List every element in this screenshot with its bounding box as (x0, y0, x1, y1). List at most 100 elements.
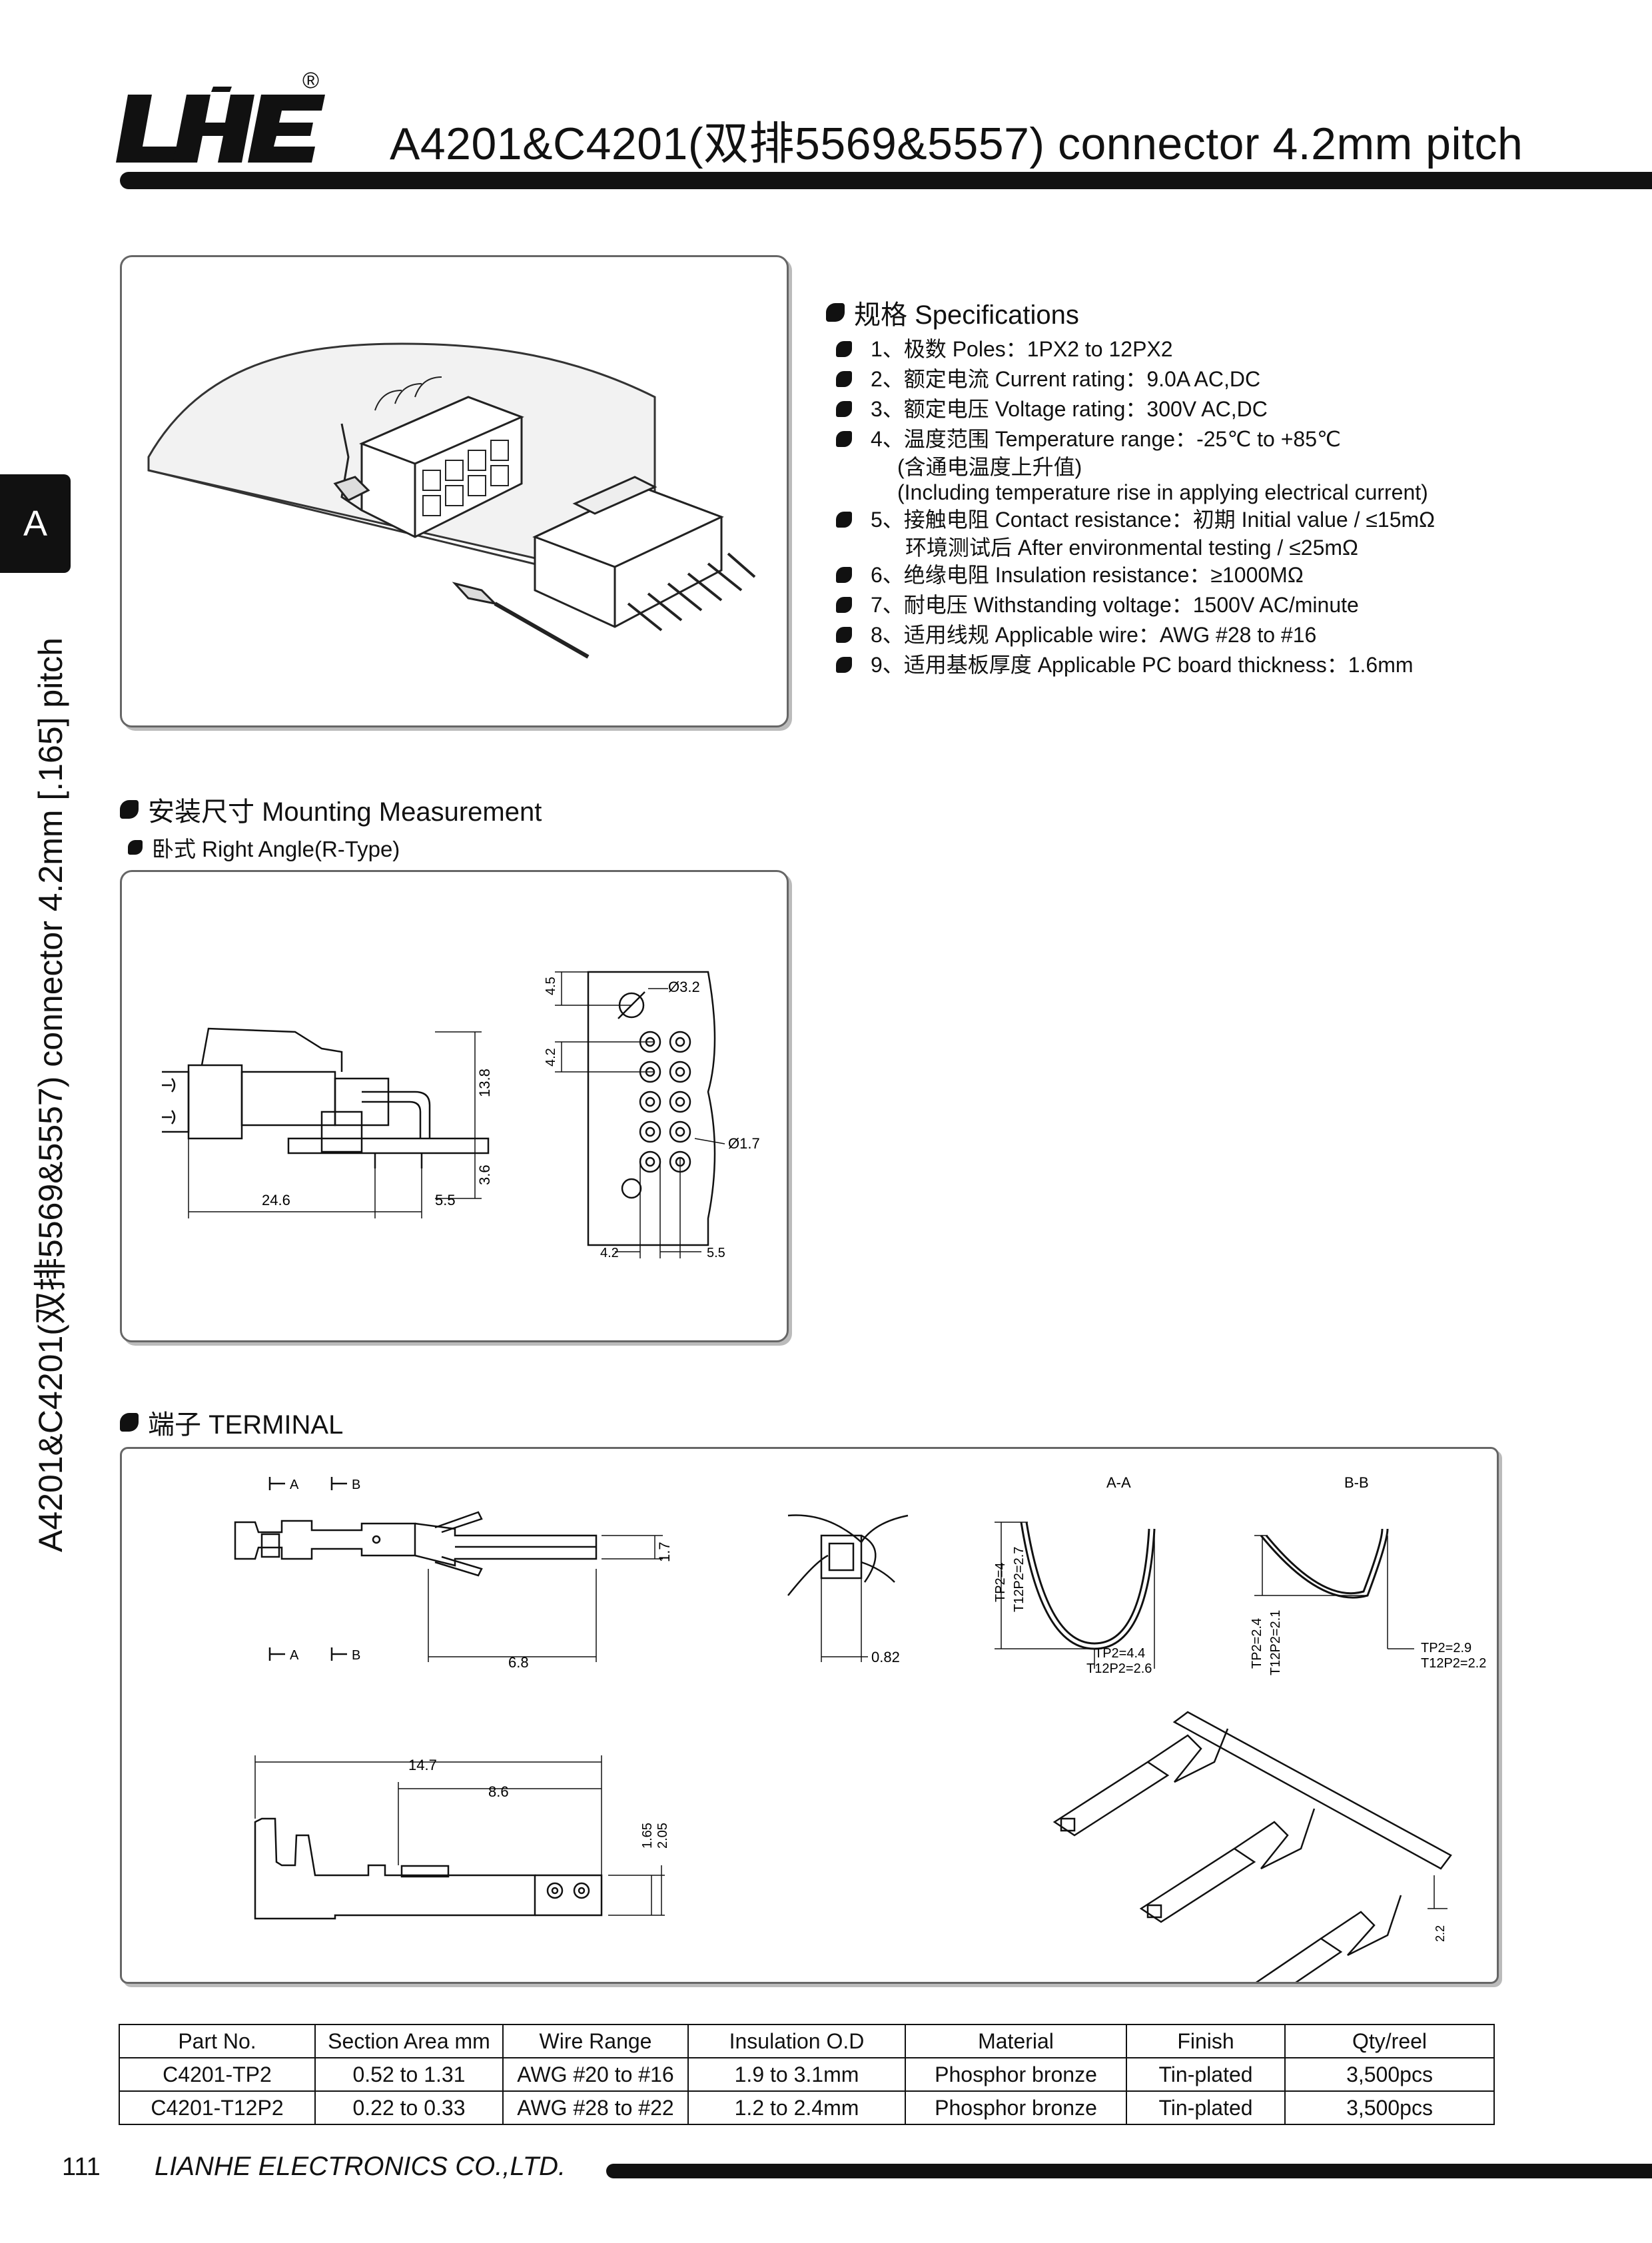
dim-5-5: 5.5 (435, 1192, 456, 1208)
table-cell: Phosphor bronze (905, 2057, 1127, 2092)
pcb-pad (639, 1091, 661, 1113)
bullet-icon (836, 512, 852, 528)
dim-bb-tp2: TP2=2.4 (1250, 1618, 1264, 1669)
spec-item: 7、耐电压 Withstanding voltage：1500V AC/minu… (836, 590, 1602, 620)
specifications-heading: 规格 Specifications (826, 293, 1079, 332)
pcb-pad-hole (675, 1126, 685, 1137)
dim-2-2: 2.2 (1434, 1925, 1447, 1942)
section-a-bottom: A (290, 1648, 299, 1663)
pcb-pad-array (639, 1031, 691, 1173)
bullet-icon (836, 401, 852, 417)
dim-bb-tp2-width: TP2=2.9 (1421, 1641, 1471, 1655)
dim-bb-t12p2-width: T12P2=2.2 (1421, 1656, 1486, 1671)
terminal-heading: 端子 TERMINAL (120, 1403, 343, 1442)
dim-4-5: 4.5 (544, 977, 558, 995)
dim-24-6: 24.6 (262, 1192, 290, 1208)
spec-item: 6、绝缘电阻 Insulation resistance：≥1000MΩ (836, 560, 1602, 590)
vertical-series-title: A4201&C4201(双排5569&5557) connector 4.2mm… (32, 637, 69, 1552)
bullet-icon (836, 567, 852, 583)
section-a-top: A (290, 1478, 299, 1492)
section-bb-label: B-B (1344, 1474, 1369, 1491)
section-b-top: B (352, 1478, 360, 1492)
dim-13-8: 13.8 (476, 1069, 493, 1097)
dim-aa-tp2-width: TP2=4.4 (1094, 1646, 1145, 1661)
bullet-icon (120, 1413, 139, 1432)
pcb-pad (669, 1091, 691, 1113)
dim-6-8: 6.8 (508, 1654, 529, 1671)
table-cell: 0.52 to 1.31 (314, 2057, 504, 2092)
table-row: C4201-T12P2 0.22 to 0.33 AWG #28 to #22 … (119, 2090, 1495, 2125)
pcb-pad-hole (675, 1097, 685, 1107)
spec-item: 5、接触电阻 Contact resistance：初期 Initial val… (836, 505, 1602, 535)
pcb-pad-hole (675, 1037, 685, 1047)
table-header-row: Part No. Section Area mm Wire Range Insu… (119, 2024, 1495, 2058)
pcb-pad-hole (645, 1097, 655, 1107)
pcb-pad (639, 1121, 661, 1143)
section-tab[interactable]: A (0, 474, 71, 573)
table-row: C4201-TP2 0.52 to 1.31 AWG #20 to #16 1.… (119, 2057, 1495, 2092)
spec-item: 2、额定电流 Current rating：9.0A AC,DC (836, 364, 1602, 394)
terminal-drawing-frame: A B A B 6.8 1.7 (120, 1447, 1499, 1984)
mounting-subheading-text: 卧式 Right Angle(R-Type) (152, 837, 400, 861)
dim-hole-1-7: Ø1.7 (728, 1135, 760, 1152)
table-cell: AWG #20 to #16 (502, 2057, 689, 2092)
dim-14-7: 14.7 (408, 1757, 437, 1773)
table-cell: 1.2 to 2.4mm (687, 2090, 906, 2125)
dim-8-6: 8.6 (488, 1783, 509, 1800)
mounting-drawing: 24.6 5.5 13.8 3.6 4.5 4.2 Ø3.2 Ø1.7 4.2 … (162, 971, 760, 1260)
col-part-no: Part No. (119, 2024, 316, 2058)
specifications-heading-text: 规格 Specifications (854, 300, 1079, 330)
connector-illustration (147, 342, 756, 659)
table-cell: 3,500pcs (1284, 2057, 1495, 2092)
dim-1-65: 1.65 (640, 1823, 655, 1849)
dim-5-5-horizontal: 5.5 (707, 1246, 725, 1260)
col-wire-range: Wire Range (502, 2024, 689, 2058)
mounting-heading-text: 安装尺寸 Mounting Measurement (148, 797, 542, 827)
mounting-heading: 安装尺寸 Mounting Measurement (120, 790, 542, 829)
dim-4-2-horizontal: 4.2 (600, 1246, 619, 1260)
section-aa-label: A-A (1106, 1474, 1131, 1491)
table-cell: Tin-plated (1126, 2057, 1286, 2092)
table-cell: 1.9 to 3.1mm (687, 2057, 906, 2092)
table-cell: C4201-TP2 (119, 2057, 316, 2092)
bullet-icon (120, 800, 139, 819)
dim-0-82: 0.82 (871, 1649, 900, 1665)
mounting-subheading: 卧式 Right Angle(R-Type) (128, 831, 400, 863)
dim-hole-3-2: Ø3.2 (668, 979, 700, 995)
pcb-pad-hole (645, 1126, 655, 1137)
col-material: Material (905, 2024, 1127, 2058)
spec-note: 环境测试后 After environmental testing / ≤25m… (905, 536, 1358, 560)
dim-bb-t12p2: T12P2=2.1 (1268, 1610, 1283, 1675)
terminal-heading-text: 端子 TERMINAL (148, 1410, 344, 1440)
dim-3-6: 3.6 (476, 1164, 493, 1185)
registered-mark: ® (302, 68, 319, 93)
dim-aa-t12p2: T12P2=2.7 (1012, 1547, 1027, 1612)
pcb-pad (639, 1150, 661, 1173)
mounting-drawing-frame: 24.6 5.5 13.8 3.6 4.5 4.2 Ø3.2 Ø1.7 4.2 … (120, 870, 789, 1342)
spec-note: (含通电温度上升值) (897, 455, 1082, 479)
table-cell: AWG #28 to #22 (502, 2090, 689, 2125)
spec-item: 9、适用基板厚度 Applicable PC board thickness：1… (836, 650, 1602, 680)
footer-rule (606, 2164, 1652, 2178)
table-cell: 0.22 to 0.33 (314, 2090, 504, 2125)
dim-1-7: 1.7 (656, 1542, 673, 1562)
pcb-pad (669, 1061, 691, 1083)
company-logo: ® (116, 68, 325, 163)
dim-aa-t12p2-width: T12P2=2.6 (1086, 1661, 1152, 1676)
table-cell: 3,500pcs (1284, 2090, 1495, 2125)
bullet-icon (836, 627, 852, 643)
bullet-icon (836, 597, 852, 613)
bullet-icon (836, 431, 852, 447)
bullet-icon (836, 371, 852, 387)
specifications-list: 1、极数 Poles：1PX2 to 12PX2 2、额定电流 Current … (836, 334, 1602, 680)
bullet-icon (836, 341, 852, 357)
bullet-icon (128, 840, 143, 855)
page-title: A4201&C4201(双排5569&5557) connector 4.2mm… (390, 119, 1523, 169)
pcb-pad-hole (645, 1156, 655, 1167)
table-cell: C4201-T12P2 (119, 2090, 316, 2125)
spec-item: 1、极数 Poles：1PX2 to 12PX2 (836, 334, 1602, 364)
section-b-bottom: B (352, 1648, 360, 1663)
pcb-pad (669, 1031, 691, 1053)
dim-4-2-vertical: 4.2 (544, 1048, 558, 1067)
pcb-pad-hole (675, 1067, 685, 1077)
